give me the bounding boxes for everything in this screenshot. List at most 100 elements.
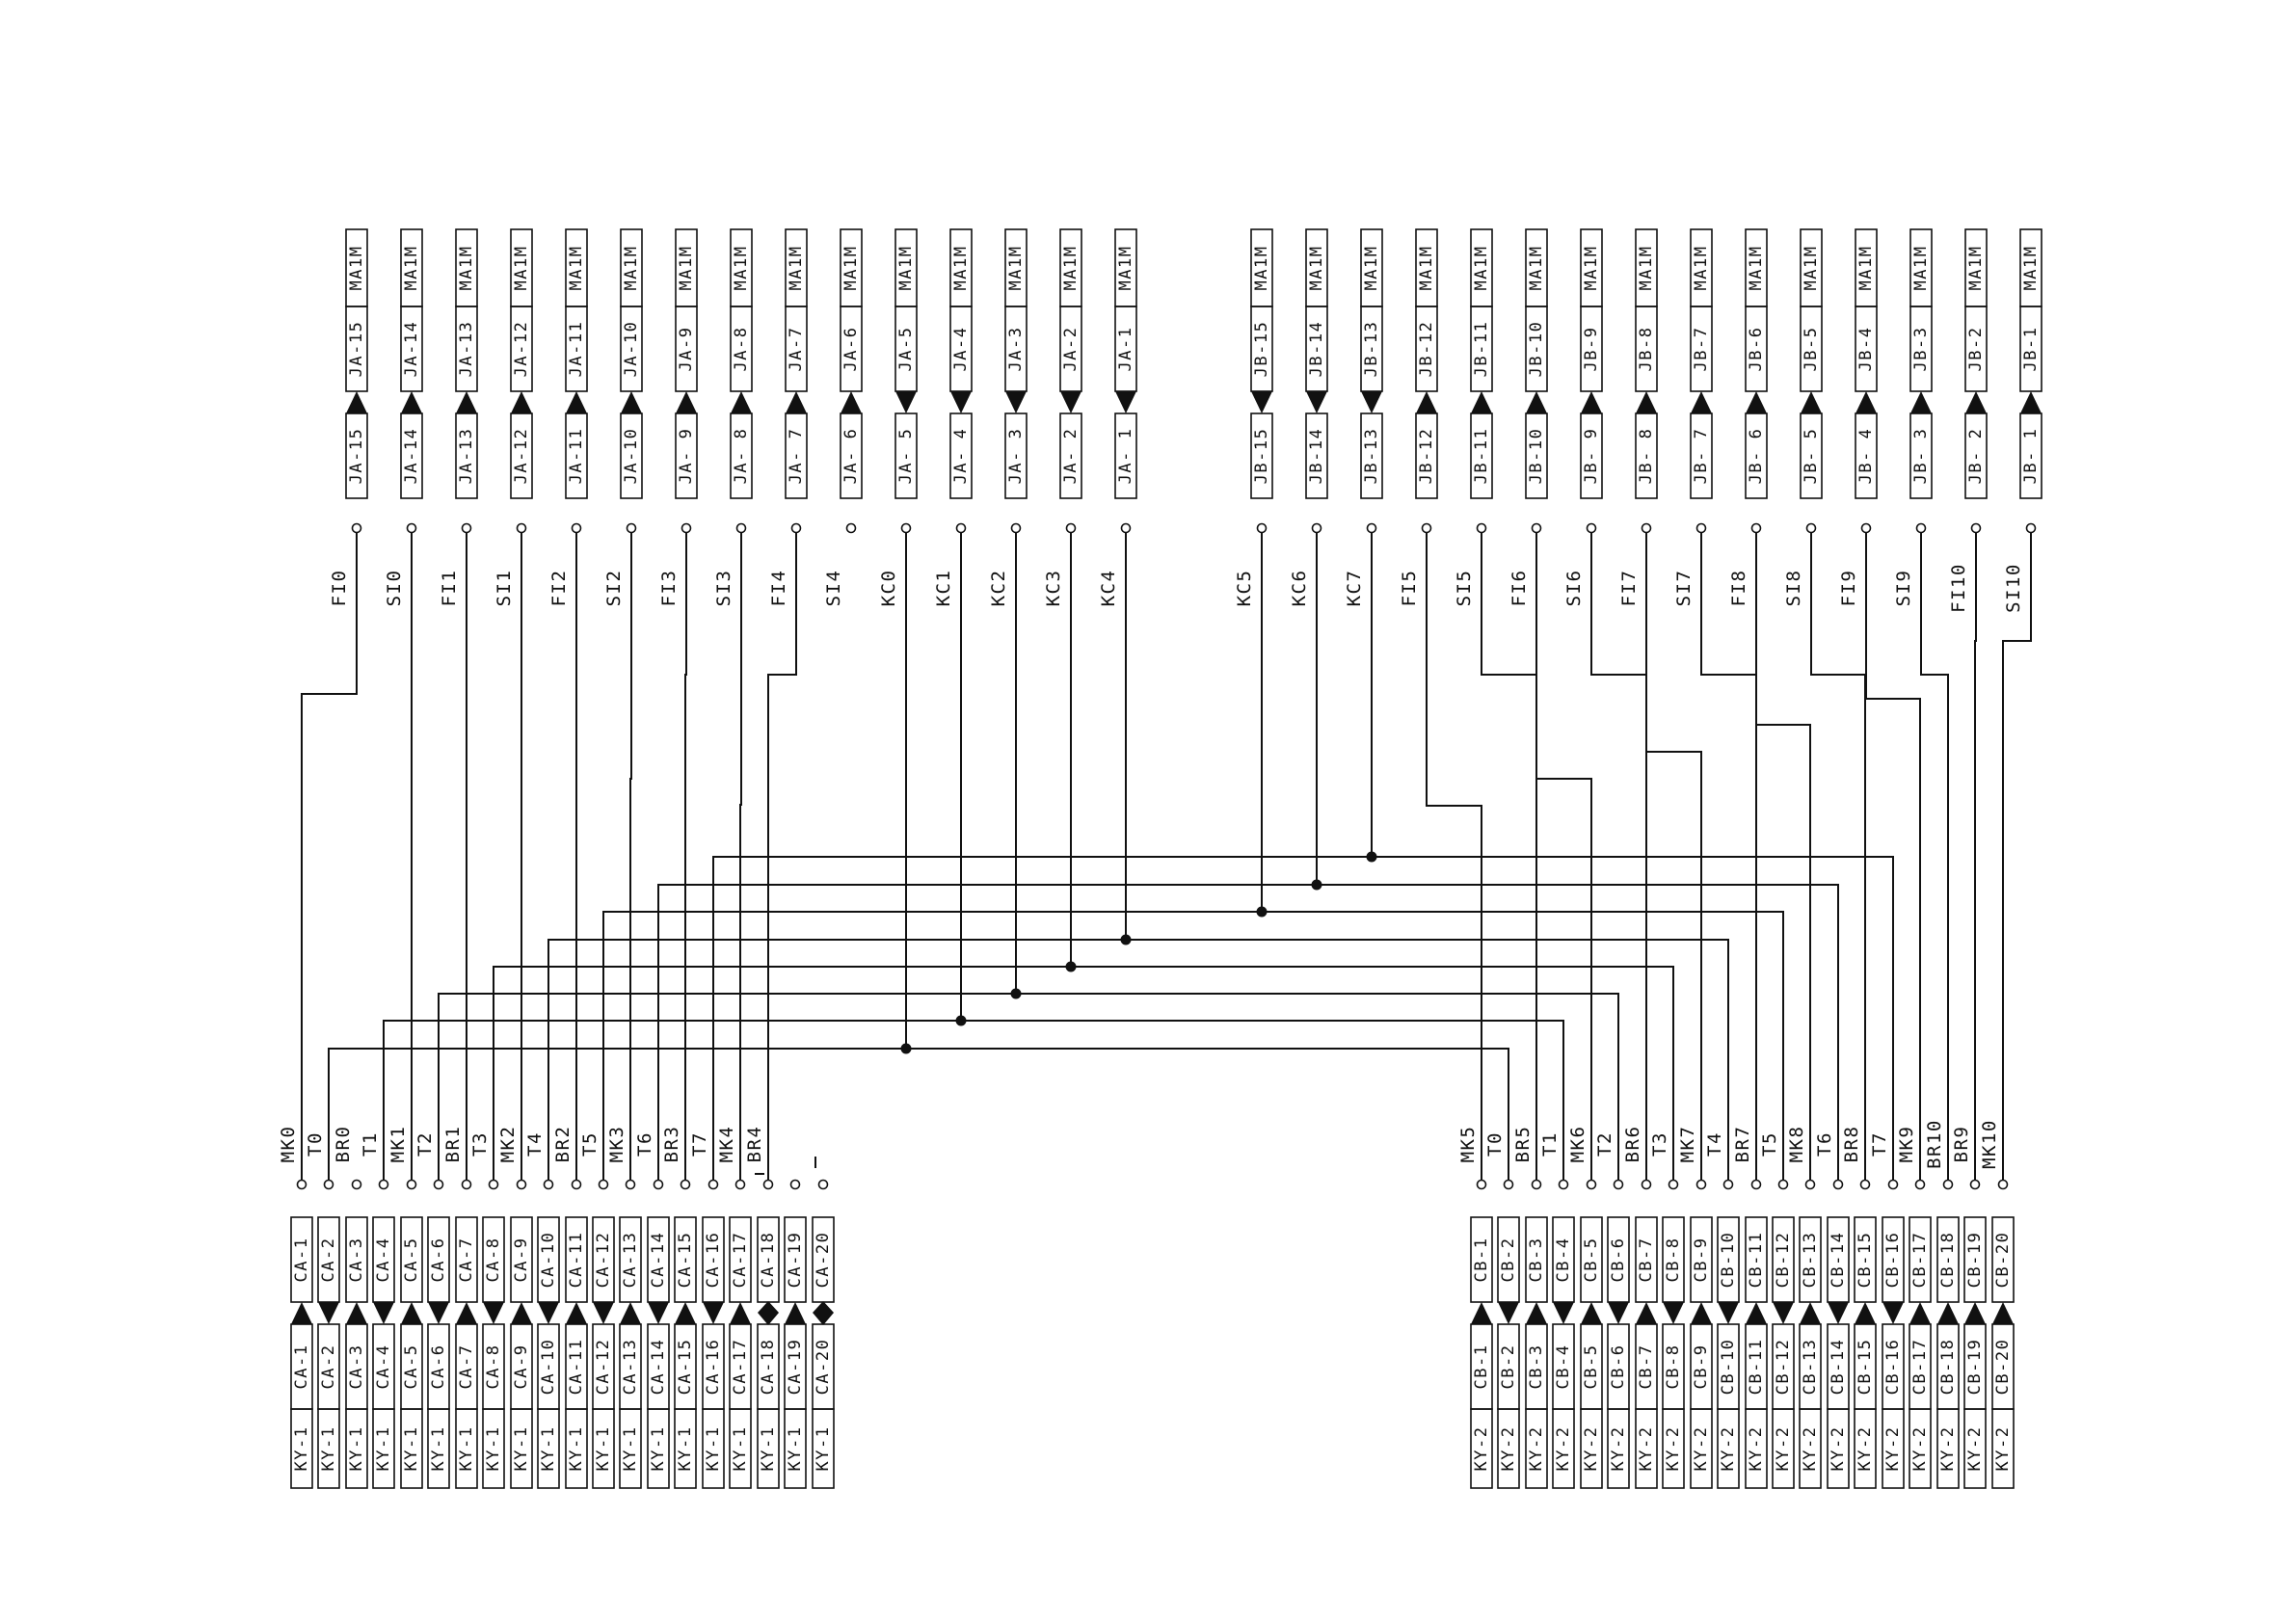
arrow-down-icon — [428, 1302, 449, 1324]
net-label-top: FI3 — [658, 570, 680, 607]
terminal-circle — [571, 522, 582, 534]
part-box — [1827, 1408, 1850, 1489]
terminal-circle — [1914, 1179, 1926, 1190]
pin-label-lower: JA- 3 — [1006, 428, 1026, 485]
pin-label-upper: CA-14 — [649, 1232, 668, 1289]
terminal-circle — [1859, 1179, 1871, 1190]
part-box — [1991, 1408, 2015, 1489]
arrow-down-icon — [648, 1302, 669, 1324]
wire — [1535, 532, 1592, 1181]
part-label: MA1M — [1307, 246, 1326, 291]
part-box — [1909, 1408, 1932, 1489]
pin-label-lower: CB-20 — [1993, 1339, 2013, 1396]
arrow-down-icon — [1608, 1302, 1629, 1324]
terminal-circle — [571, 1179, 582, 1190]
pin-label-upper: JA-6 — [841, 327, 861, 372]
arrow-down-icon — [1882, 1302, 1904, 1324]
pin-label-lower: CA-9 — [512, 1344, 531, 1390]
part-box — [482, 1408, 505, 1489]
scan-bus — [712, 856, 1894, 1181]
part-label: MA1M — [402, 246, 421, 291]
pin-label-upper: CA-10 — [539, 1232, 558, 1289]
net-label-bottom: T1 — [360, 1131, 381, 1157]
pin-box-lower — [1855, 412, 1878, 499]
connector-cb-4: CB-4CB-4KY-2 — [1552, 1179, 1575, 1489]
part-label: KY-1 — [786, 1426, 805, 1472]
arrow-down-icon — [1663, 1302, 1684, 1324]
pin-label-upper: CA-11 — [567, 1232, 586, 1289]
arrow-up-icon — [786, 391, 807, 413]
part-label: KY-1 — [402, 1426, 421, 1472]
pin-label-lower: CA-14 — [649, 1339, 668, 1396]
pin-label-lower: JA- 5 — [896, 428, 916, 485]
terminal-circle — [1421, 522, 1432, 534]
terminal-circle — [1860, 522, 1872, 534]
net-label-top: KC2 — [988, 570, 1009, 607]
pin-label-lower: JA- 2 — [1061, 428, 1081, 485]
arrow-up-icon — [731, 391, 752, 413]
pin-label-lower: JA- 4 — [951, 428, 971, 485]
pin-label-upper: JB-15 — [1252, 321, 1271, 378]
pin-box-lower — [1690, 412, 1713, 499]
part-box — [1799, 1408, 1822, 1489]
net-label-bottom: BR4 — [744, 1126, 765, 1163]
wire — [1755, 532, 1811, 1181]
part-box — [1525, 1408, 1548, 1489]
connector-cb-5: CB-5CB-5KY-2 — [1580, 1179, 1603, 1489]
net-label-bottom: MK0 — [278, 1126, 299, 1163]
net-label-bottom: T4 — [524, 1131, 546, 1157]
pin-label-upper: JB-6 — [1747, 327, 1766, 372]
net-label-top: SI3 — [713, 570, 734, 607]
terminal-circle — [488, 1179, 499, 1190]
pin-box-lower — [1004, 412, 1028, 499]
part-box — [1690, 1408, 1713, 1489]
part-box — [372, 1408, 395, 1489]
part-label: KY-2 — [1472, 1426, 1491, 1472]
arrow-up-icon — [566, 1302, 587, 1324]
arrow-up-icon — [1992, 1302, 2014, 1324]
net-label-bottom: MK5 — [1457, 1126, 1479, 1163]
net-label-top: SI7 — [1673, 570, 1695, 607]
pin-label-lower: JA- 1 — [1116, 428, 1135, 485]
pin-label-upper: JB-12 — [1417, 321, 1436, 378]
terminal-circle — [378, 1179, 389, 1190]
terminal-circle — [433, 1179, 444, 1190]
pin-label-upper: CA-6 — [429, 1237, 448, 1283]
pin-label-upper: CA-19 — [786, 1232, 805, 1289]
pin-label-lower: JA-11 — [567, 428, 586, 485]
net-label-bottom: T0 — [305, 1131, 326, 1157]
pin-label-upper: JB-7 — [1692, 327, 1711, 372]
arrow-up-icon — [785, 1302, 806, 1324]
terminal-circle — [1722, 1179, 1734, 1190]
terminal-circle — [789, 1179, 801, 1190]
pin-label-upper: JA-7 — [787, 327, 806, 372]
net-label-bottom: T7 — [1869, 1131, 1890, 1157]
wire — [684, 532, 687, 1181]
diamond-icon — [813, 1301, 834, 1325]
terminal-circle — [1668, 1179, 1679, 1190]
pin-label-lower: CB-4 — [1554, 1344, 1573, 1390]
pin-label-lower: JB- 7 — [1692, 428, 1711, 485]
pin-label-upper: CB-9 — [1692, 1237, 1711, 1283]
part-label: KY-1 — [539, 1426, 558, 1472]
part-box — [729, 1408, 752, 1489]
arrow-up-icon — [401, 1302, 422, 1324]
arrow-up-icon — [1691, 1302, 1712, 1324]
net-label-bottom: BR2 — [552, 1126, 574, 1163]
terminal-circle — [1531, 522, 1542, 534]
terminal-circle — [1120, 522, 1132, 534]
part-label: MA1M — [896, 246, 916, 291]
arrow-down-icon — [538, 1302, 559, 1324]
part-box — [1882, 1408, 1905, 1489]
net-label-bottom: MK9 — [1896, 1126, 1917, 1163]
pin-label-upper: CB-15 — [1855, 1232, 1875, 1289]
pin-label-lower: CA-11 — [567, 1339, 586, 1396]
part-label: MA1M — [1856, 246, 1876, 291]
part-label: KY-2 — [1609, 1426, 1628, 1472]
pin-box-lower — [345, 412, 368, 499]
